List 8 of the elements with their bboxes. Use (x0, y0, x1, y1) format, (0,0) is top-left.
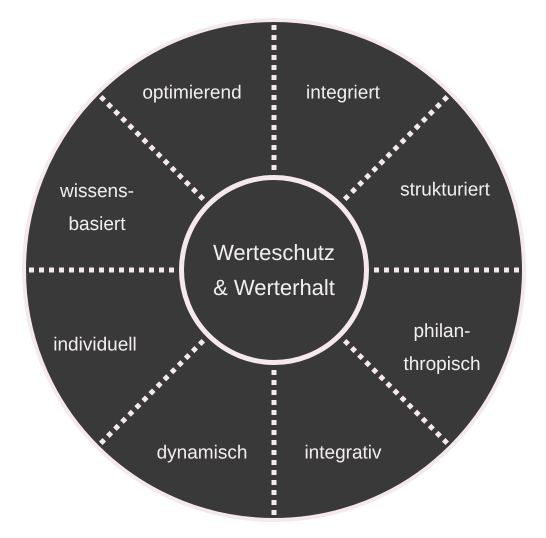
segment-label: wissens- basiert (52, 174, 142, 242)
segment-label: individuell (35, 328, 155, 362)
segment-label: dynamisch (142, 436, 262, 470)
segment-label: strukturiert (380, 173, 510, 207)
segment-label: integrativ (288, 436, 398, 470)
segment-label: integriert (283, 76, 403, 110)
segment-label: philan- thropisch (394, 314, 490, 382)
segment-label: optimierend (127, 76, 257, 110)
